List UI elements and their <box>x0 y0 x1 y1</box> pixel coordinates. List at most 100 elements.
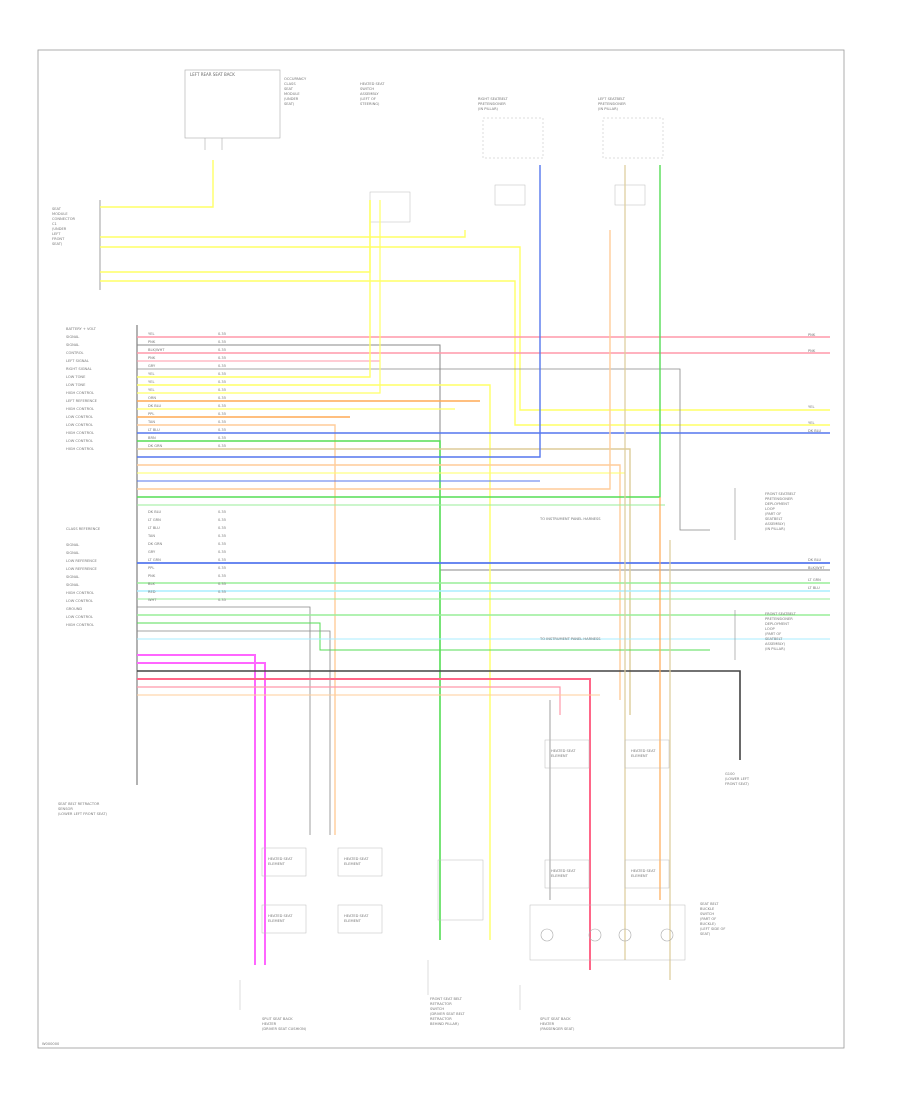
top-module-a-label: OCCUPANCY CLASS SEAT MODULE (UNDER SEAT) <box>284 77 307 106</box>
diagram-frame <box>37 49 845 1049</box>
wire-gauge-label: 0.35 <box>218 412 226 416</box>
svg-text:(LOWER LEFT FRONT SEAT): (LOWER LEFT FRONT SEAT) <box>58 812 108 816</box>
svg-text:FRONT SEAT BELT: FRONT SEAT BELT <box>430 997 463 1001</box>
wire-color-label: ORN <box>148 396 156 400</box>
svg-text:BUCKLE: BUCKLE <box>700 907 715 911</box>
wire-color-label: PNK <box>148 574 156 578</box>
pin-label: LOW CONTROL <box>66 599 93 603</box>
heated-element-box <box>337 847 383 877</box>
top-switch-b-box <box>482 117 544 159</box>
pin-label: SIGNAL <box>66 543 79 547</box>
svg-text:RETRACTOR: RETRACTOR <box>430 1017 452 1021</box>
svg-text:SEAT: SEAT <box>52 207 62 211</box>
svg-text:(IN PILLAR): (IN PILLAR) <box>765 647 786 651</box>
wire-gauge-label: 0.35 <box>218 518 226 522</box>
wire-color-label: DK GRN <box>148 542 163 546</box>
svg-text:SPLIT SEAT BACK: SPLIT SEAT BACK <box>540 1017 571 1021</box>
wire <box>137 200 371 378</box>
heated-element-box <box>624 739 670 769</box>
svg-text:MODULE: MODULE <box>52 212 68 216</box>
heated-element-label: ELEMENT <box>344 862 362 866</box>
wire <box>137 440 441 940</box>
heated-element-label: HEATED SEAT <box>268 857 293 861</box>
svg-text:(PART OF: (PART OF <box>765 512 781 516</box>
svg-text:(UNDER: (UNDER <box>52 227 67 231</box>
wire-color-label: GRY <box>148 550 156 554</box>
wire-color-label: BLK/WHT <box>148 348 165 352</box>
wire-gauge-label: 0.35 <box>218 566 226 570</box>
heated-element-label: ELEMENT <box>268 862 286 866</box>
svg-text:(PASSENGER SEAT): (PASSENGER SEAT) <box>540 1027 575 1031</box>
heated-element-box <box>544 739 590 769</box>
svg-text:SEAT BELT: SEAT BELT <box>700 902 719 906</box>
top-switch-a-box <box>369 191 411 223</box>
pin-label: BATTERY + VOLT <box>66 327 97 331</box>
wire-color-label: BRN <box>148 436 156 440</box>
svg-text:SEAT): SEAT) <box>284 102 295 106</box>
pin-label: SIGNAL <box>66 551 79 555</box>
right-terminal-9: LT BLU <box>808 586 820 590</box>
retractor-switch-box <box>437 859 484 921</box>
svg-text:STEERING): STEERING) <box>360 102 380 106</box>
heated-element-label: ELEMENT <box>344 919 362 923</box>
right-terminal-2: PNK <box>808 349 816 353</box>
bottom-left-label: SEAT BELT RETRACTOR SENSOR (LOWER LEFT F… <box>58 802 108 816</box>
svg-text:(PART OF: (PART OF <box>765 632 781 636</box>
heated-element-label: HEATED SEAT <box>631 749 656 753</box>
wire-gauge-label: 0.35 <box>218 510 226 514</box>
wire-color-label: YEL <box>148 388 154 392</box>
heated-element-label: HEATED SEAT <box>344 857 369 861</box>
wire-color-label: GRY <box>148 364 156 368</box>
wire-gauge-label: 0.35 <box>218 404 226 408</box>
wire <box>137 230 611 490</box>
top-left-component: LEFT REAR SEAT BACK <box>184 69 281 150</box>
wire-color-label: LT BLU <box>148 428 160 432</box>
right-terminal-8: LT GRN <box>808 578 821 582</box>
svg-text:SEATBELT: SEATBELT <box>765 517 783 521</box>
wire-color-label: PNK <box>148 340 156 344</box>
wire <box>137 448 631 715</box>
wire-color-label: WHT <box>148 598 157 602</box>
pin-label: SIGNAL <box>66 575 79 579</box>
wire-gauge-label: 0.35 <box>218 534 226 538</box>
wire <box>137 424 336 835</box>
heated-element-box <box>261 847 307 877</box>
wire <box>137 622 710 651</box>
pin-label: GROUND <box>66 607 82 611</box>
pin-label: RIGHT SIGNAL <box>66 367 92 371</box>
heated-element-label: ELEMENT <box>551 874 569 878</box>
svg-text:CLASS: CLASS <box>284 82 296 86</box>
svg-text:BEHIND PILLAR): BEHIND PILLAR) <box>430 1022 459 1026</box>
wire-gauge-label: 0.35 <box>218 558 226 562</box>
svg-text:SENSOR: SENSOR <box>58 807 73 811</box>
left-connector-label: SEAT MODULE CONNECTOR C1 (UNDER LEFT FRO… <box>52 207 76 246</box>
wire-color-label: BLK <box>148 582 155 586</box>
wire-color-label: YEL <box>148 332 154 336</box>
svg-text:FRONT: FRONT <box>52 237 65 241</box>
pin-label: SIGNAL <box>66 343 79 347</box>
svg-text:(LEFT SIDE OF: (LEFT SIDE OF <box>700 927 725 931</box>
pin-label: LOW CONTROL <box>66 415 93 419</box>
wire-gauge-label: 0.35 <box>218 340 226 344</box>
svg-text:(IN PILLAR): (IN PILLAR) <box>765 527 786 531</box>
ground-label: G100 (LOWER LEFT FRONT SEAT) <box>725 772 750 786</box>
wire-gauge-label: 0.35 <box>218 574 226 578</box>
footer-code: W000000 <box>42 1042 60 1046</box>
wire-color-label: YEL <box>148 380 154 384</box>
pin-label: HIGH CONTROL <box>66 431 94 435</box>
wire-gauge-label: 0.35 <box>218 542 226 546</box>
wire <box>137 464 621 700</box>
svg-text:ASSEMBLY: ASSEMBLY <box>360 92 379 96</box>
wire-gauge-label: 0.35 <box>218 332 226 336</box>
wire-color-label: TAN <box>147 420 155 424</box>
pin-label: CLASS REFERENCE <box>66 527 101 531</box>
right-terminal-4: YEL <box>808 421 814 425</box>
pin-label: LOW REFERENCE <box>66 567 97 571</box>
wire-gauge-label: 0.35 <box>218 388 226 392</box>
top-left-title: LEFT REAR SEAT BACK <box>190 72 235 77</box>
svg-text:SEAT: SEAT <box>284 87 294 91</box>
pin-label: CONTROL <box>66 351 84 355</box>
svg-text:(DRIVER SEAT BELT: (DRIVER SEAT BELT <box>430 1012 465 1016</box>
